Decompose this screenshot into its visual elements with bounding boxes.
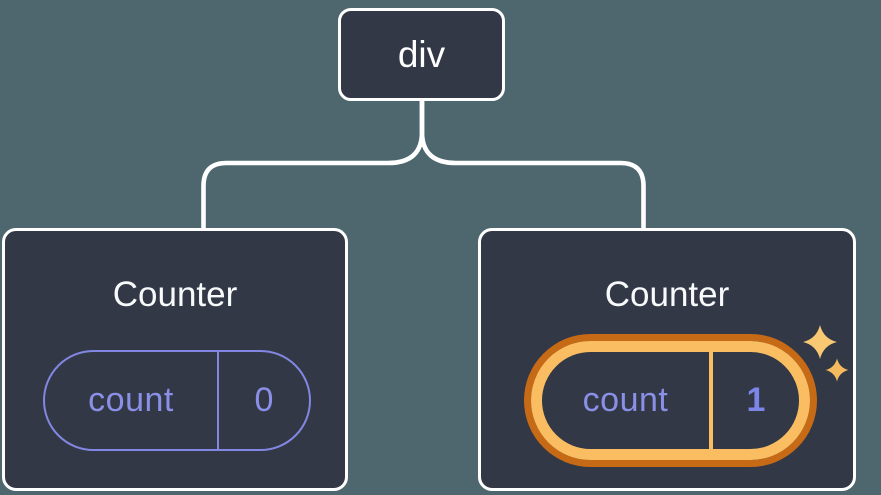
state-value: 1 <box>746 381 766 419</box>
state-pill-highlighted: count 1 <box>531 341 810 460</box>
state-value-cell: 0 <box>219 352 309 449</box>
connector-right-branch <box>419 101 646 229</box>
counter-node-left: Counter count 0 <box>2 228 348 491</box>
state-value-cell: 1 <box>713 352 799 449</box>
root-node-div: div <box>338 8 505 101</box>
state-value: 0 <box>254 381 274 419</box>
state-key-cell: count <box>542 352 713 449</box>
root-node-label: div <box>397 33 446 75</box>
sparkle-stars-icon <box>803 325 849 382</box>
component-title: Counter <box>604 275 730 314</box>
counter-node-right: Counter count 1 <box>478 228 856 491</box>
component-title: Counter <box>112 275 238 314</box>
state-key-label: count <box>582 381 669 419</box>
sparkle-large <box>803 325 837 359</box>
state-key-cell: count <box>45 352 219 449</box>
state-pill: count 0 <box>43 350 311 451</box>
sparkle-small <box>825 358 849 382</box>
connector-left-branch <box>201 101 425 229</box>
state-key-label: count <box>88 381 174 419</box>
